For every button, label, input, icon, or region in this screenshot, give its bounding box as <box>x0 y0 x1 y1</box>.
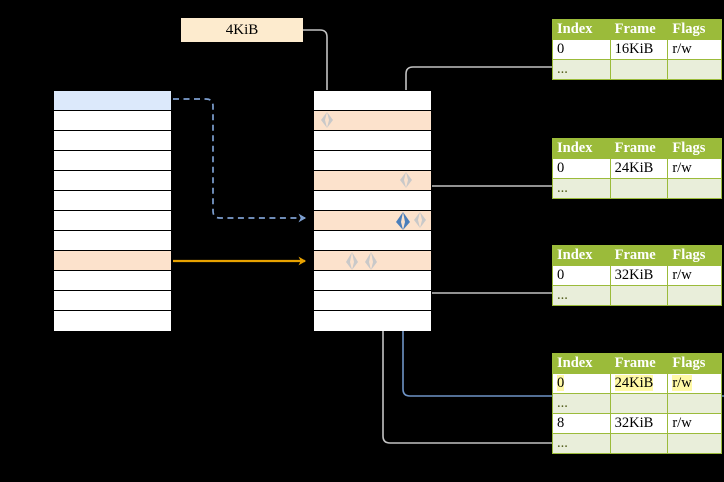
callout-4kib: 4KiB <box>181 18 303 42</box>
virtual-row-9[interactable] <box>54 251 171 271</box>
cell-index: ... <box>552 393 611 414</box>
header-frame: Frame <box>609 138 669 159</box>
up-arrow-icon-row9-left <box>346 252 358 270</box>
wire-pagetable1-to-physical <box>402 66 552 164</box>
physical-row-5[interactable] <box>314 171 431 191</box>
header-index: Index <box>552 19 611 40</box>
page-table-4: Index Frame Flags 0 24KiB r/w ... 8 32Ki… <box>552 353 722 454</box>
cell-frame: 32KiB <box>609 265 669 286</box>
cell-frame <box>609 59 669 80</box>
physical-row-3[interactable] <box>314 131 431 151</box>
physical-address-space-table <box>313 90 432 331</box>
virtual-row-10[interactable] <box>54 271 171 291</box>
table-row-ellipsis[interactable]: ... <box>552 178 722 199</box>
physical-row-10[interactable] <box>314 271 431 291</box>
physical-row-4[interactable] <box>314 151 431 171</box>
cell-flags <box>667 59 722 80</box>
table-row[interactable]: 8 32KiB r/w <box>552 413 722 434</box>
table-row[interactable]: 0 32KiB r/w <box>552 265 722 286</box>
cell-frame: 24KiB <box>609 158 669 179</box>
down-arrow-icon-row5 <box>400 172 412 188</box>
header-flags: Flags <box>667 353 722 374</box>
virtual-row-4[interactable] <box>54 151 171 171</box>
header-frame: Frame <box>609 19 669 40</box>
up-arrow-icon-blue-row7 <box>396 212 410 230</box>
virtual-row-8[interactable] <box>54 231 171 251</box>
wire-pagetable4-row0-to-physical <box>398 226 724 397</box>
cell-index: ... <box>552 178 611 199</box>
physical-row-9[interactable] <box>314 251 431 271</box>
cell-index-text: 0 <box>557 375 565 391</box>
page-table-2: Index Frame Flags 0 24KiB r/w ... <box>552 138 722 199</box>
table-header-row: Index Frame Flags <box>552 353 722 374</box>
virtual-row-12[interactable] <box>54 311 171 331</box>
cell-index: ... <box>552 433 611 454</box>
header-flags: Flags <box>667 19 722 40</box>
table-header-row: Index Frame Flags <box>552 138 722 159</box>
virtual-address-space-table <box>53 90 172 331</box>
wire-virtual-blue-dashed <box>173 98 307 223</box>
physical-row-2[interactable] <box>314 111 431 131</box>
cell-frame <box>609 393 669 414</box>
virtual-row-7[interactable] <box>54 211 171 231</box>
cell-flags <box>667 178 722 199</box>
table-header-row: Index Frame Flags <box>552 245 722 266</box>
physical-row-12[interactable] <box>314 311 431 331</box>
cell-index: ... <box>552 285 611 306</box>
page-table-1: Index Frame Flags 0 16KiB r/w ... <box>552 19 722 80</box>
cell-frame: 24KiB <box>609 373 669 394</box>
callout-label: 4KiB <box>225 22 259 38</box>
physical-row-8[interactable] <box>314 231 431 251</box>
header-index: Index <box>552 245 611 266</box>
cell-frame <box>609 433 669 454</box>
wire-callout-to-physical <box>303 29 331 104</box>
virtual-row-3[interactable] <box>54 131 171 151</box>
cell-frame <box>609 285 669 306</box>
table-row-ellipsis[interactable]: ... <box>552 433 722 454</box>
cell-frame-text: 24KiB <box>614 375 654 391</box>
cell-flags <box>667 433 722 454</box>
cell-flags: r/w <box>667 373 722 394</box>
table-row-ellipsis[interactable]: ... <box>552 285 722 306</box>
header-frame: Frame <box>609 245 669 266</box>
cell-flags: r/w <box>667 413 722 434</box>
cell-frame: 32KiB <box>609 413 669 434</box>
cell-flags <box>667 285 722 306</box>
cell-flags-text: r/w <box>672 375 692 391</box>
cell-frame: 16KiB <box>609 39 669 60</box>
table-header-row: Index Frame Flags <box>552 19 722 40</box>
down-arrow-icon-row7 <box>414 212 426 228</box>
virtual-row-5[interactable] <box>54 171 171 191</box>
table-row-highlighted[interactable]: 0 24KiB r/w <box>552 373 722 394</box>
physical-row-6[interactable] <box>314 191 431 211</box>
physical-row-1[interactable] <box>314 91 431 111</box>
virtual-row-1[interactable] <box>54 91 171 111</box>
header-flags: Flags <box>667 138 722 159</box>
header-frame: Frame <box>609 353 669 374</box>
table-row[interactable]: 0 16KiB r/w <box>552 39 722 60</box>
page-table-3: Index Frame Flags 0 32KiB r/w ... <box>552 245 722 306</box>
up-arrow-icon-row9-right <box>365 252 377 270</box>
table-row[interactable]: 0 24KiB r/w <box>552 158 722 179</box>
table-row-ellipsis[interactable]: ... <box>552 59 722 80</box>
physical-row-11[interactable] <box>314 291 431 311</box>
down-arrow-icon-row2 <box>321 112 333 128</box>
cell-index: ... <box>552 59 611 80</box>
table-row-ellipsis[interactable]: ... <box>552 393 722 414</box>
virtual-row-11[interactable] <box>54 291 171 311</box>
virtual-row-6[interactable] <box>54 191 171 211</box>
virtual-row-2[interactable] <box>54 111 171 131</box>
cell-flags: r/w <box>667 39 722 60</box>
cell-frame <box>609 178 669 199</box>
